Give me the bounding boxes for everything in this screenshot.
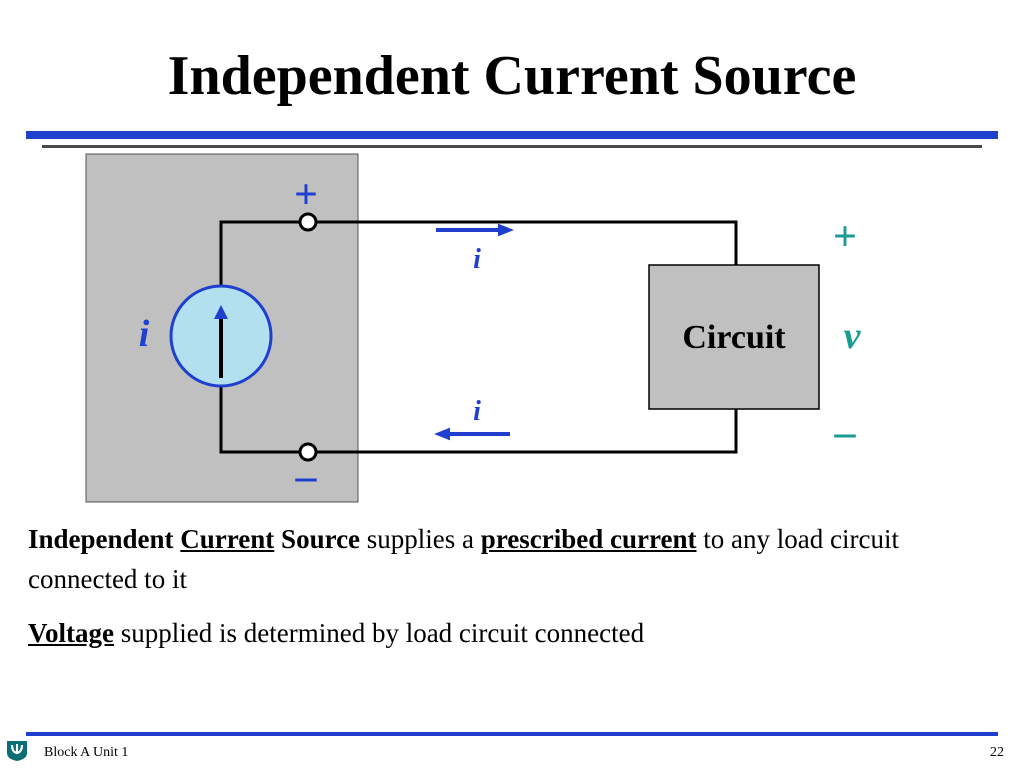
- title-rule-thin: [42, 145, 982, 148]
- top-terminal-plus: +: [294, 172, 318, 218]
- top-terminal: [298, 212, 318, 232]
- paragraph-voltage: Voltage supplied is determined by load c…: [28, 613, 988, 653]
- bottom-current-label: i: [473, 396, 481, 427]
- load-label: Circuit: [682, 319, 786, 356]
- voltage-label: v: [844, 315, 862, 357]
- text-voltage-determined: supplied is determined by load circuit c…: [120, 618, 645, 648]
- term-source: Source: [281, 524, 361, 554]
- circuit-wires: [219, 220, 738, 454]
- paragraph-definition: Independent Current Source supplies a pr…: [28, 519, 988, 599]
- voltage-plus: +: [833, 214, 857, 260]
- footer-course-label: Block A Unit 1: [44, 745, 129, 760]
- term-current: Current: [180, 524, 275, 554]
- bottom-terminal-minus: –: [295, 454, 318, 500]
- voltage-minus: –: [834, 410, 857, 456]
- term-voltage: Voltage: [28, 618, 114, 648]
- source-current-label: i: [139, 313, 150, 355]
- body-text: Independent Current Source supplies a pr…: [28, 519, 988, 653]
- load-circuit-box: [648, 264, 820, 410]
- title-rule-thick: [26, 131, 998, 139]
- footer-page-number: 22: [990, 745, 1004, 760]
- slide-title: Independent Current Source: [167, 45, 857, 107]
- text-supplies: supplies a: [366, 524, 475, 554]
- top-current-label: i: [473, 244, 481, 275]
- university-logo-icon: [7, 741, 27, 761]
- bottom-terminal: [298, 442, 318, 462]
- term-prescribed-current: prescribed current: [480, 524, 697, 554]
- footer-rule: [26, 732, 998, 736]
- term-independent: Independent: [28, 524, 174, 554]
- text-to-any-load: to any load circuit connected to it: [28, 524, 899, 594]
